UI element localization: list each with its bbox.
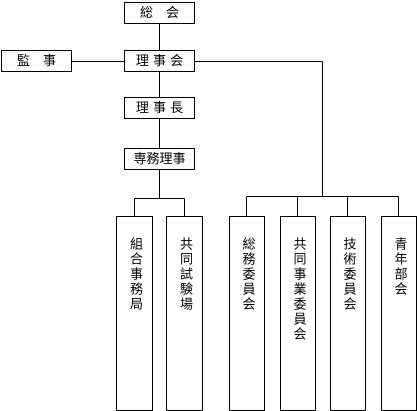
chairman-label: 理 事 長	[135, 100, 184, 116]
board-label: 理 事 会	[135, 53, 184, 69]
committee-box-joint-business: 共同事業委員会	[280, 216, 316, 411]
board-box: 理 事 会	[124, 50, 195, 72]
committee-label: 青年部会	[391, 237, 407, 297]
committee-box-technical: 技術委員会	[330, 216, 366, 411]
test-lab-box: 共同試験場	[166, 216, 203, 411]
general-meeting-box: 総 会	[124, 2, 195, 24]
committee-label: 総務委員会	[239, 237, 255, 312]
test-lab-label: 共同試験場	[177, 237, 192, 312]
office-box: 組合事務局	[116, 216, 153, 411]
general-meeting-label: 総 会	[139, 5, 179, 21]
committee-label: 技術委員会	[340, 237, 356, 312]
chairman-box: 理 事 長	[124, 97, 195, 119]
executive-director-label: 専務理事	[133, 151, 186, 167]
committee-box-general-affairs: 総務委員会	[229, 216, 265, 411]
committee-label: 共同事業委員会	[290, 237, 306, 342]
auditor-box: 監 事	[1, 50, 72, 72]
executive-director-box: 専務理事	[124, 148, 195, 170]
office-label: 組合事務局	[127, 237, 142, 312]
auditor-label: 監 事	[16, 53, 56, 69]
committee-box-youth: 青年部会	[381, 216, 417, 411]
